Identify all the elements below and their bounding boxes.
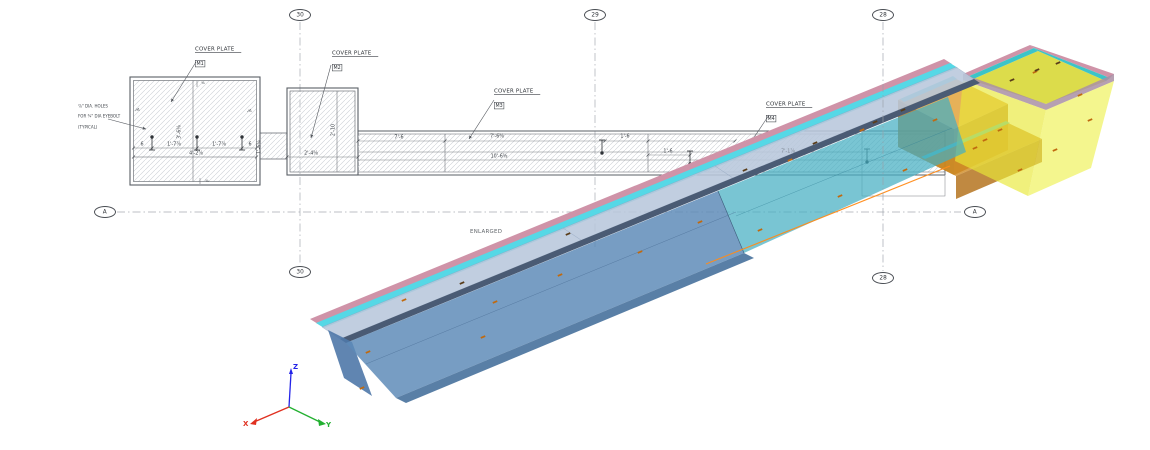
ucs-triad [250,368,326,426]
dimension-text: 2'-10 [330,123,336,137]
dimension-text: 10'-6⅝ [490,153,508,159]
dimension-text: ⅛ [248,108,252,114]
weld-marker [637,250,643,254]
leader-lines [107,61,770,149]
weld-marker [480,335,486,339]
dimension-text: 2'-4⅝ [304,150,318,156]
dimension-text: ⅛ [136,107,140,113]
weld-marker [812,141,818,145]
dimension-text: 1'-6 [620,133,630,139]
weld-marker [837,194,843,198]
dimension-text: ⅜ [205,178,209,184]
dimension-text: 6 [140,141,144,147]
dimension-text: 1'-7⅞ [167,141,181,147]
weld-marker [787,158,793,162]
bolt-symbol [599,139,605,155]
model-yellow-pit[interactable] [955,45,1114,196]
dimension-text: 1'-7⅞ [212,141,226,147]
dimension-text: 4'-2⅞ [189,150,203,156]
weld-marker [972,146,978,150]
weld-marker [902,168,908,172]
weld-marker [359,386,365,390]
section-marker-a-left[interactable]: A [94,206,116,218]
section-marker-a-right[interactable]: A [964,206,986,218]
dimension-text: 3'-6⅝ [176,125,182,139]
weld-marker [459,281,465,285]
bolt-symbol [149,135,155,151]
weld-marker [557,273,563,277]
weld-marker [1087,118,1093,122]
axis-y-label: Y [326,421,332,429]
weld-marker [900,108,906,112]
cover-plate-label-m3: COVER PLATE M3 [494,84,562,114]
axis-z-label: Z [293,363,299,371]
dimension-text: 7'-1⅞ [781,148,795,154]
weld-marker [492,300,498,304]
weld-marker [565,232,571,236]
weld-marker [1034,68,1040,72]
weld-marker [982,138,988,142]
bolt-symbol [239,135,245,151]
dimension-text: 7'-6⅝ [490,133,504,139]
weld-marker [872,120,878,124]
dimension-text: ⅜ [201,80,205,86]
bolt-symbol [194,135,200,151]
cover-plate-label-m1: COVER PLATE M1 [195,42,263,72]
model-bolt-markers [359,61,1093,390]
weld-marker [1077,93,1083,97]
dimension-text: 6 [248,141,252,147]
cover-plate-label-m2: COVER PLATE M2 [332,46,400,76]
weld-marker [757,228,763,232]
eyebolt-note: ⅞" DIA. HOLES FOR ¾" DIA EYEBOLT (TYPICA… [78,104,121,130]
dimension-text: 1'-6 [663,148,673,154]
selection-highlight-line[interactable] [705,165,951,265]
weld-marker [742,168,748,172]
weld-marker [1009,78,1015,82]
axis-x-label: X [243,420,249,428]
grid-bubble-29-top[interactable]: 29 [584,9,606,21]
weld-marker [365,350,371,354]
plan-plate-m1[interactable] [129,76,261,186]
model-annotation: ENLARGED [470,228,503,235]
grid-bubble-30-top[interactable]: 30 [289,9,311,21]
weld-marker [697,220,703,224]
cover-plate-label-m4: COVER PLATE M4 [766,97,834,127]
weld-marker [859,128,865,132]
weld-marker [932,118,938,122]
weld-marker [1055,61,1061,65]
dimension-text: 1'-6⅝ [256,140,262,154]
dimension-text: 7'-6 [394,134,404,140]
grid-bubble-28-top[interactable]: 28 [872,9,894,21]
grid-bubble-28-bottom[interactable]: 28 [872,272,894,284]
plan-plate-m2[interactable] [259,87,359,176]
grid-bubble-30-bottom[interactable]: 30 [289,266,311,278]
weld-marker [997,128,1003,132]
weld-marker [401,298,407,302]
weld-marker [1052,148,1058,152]
weld-marker [1017,168,1023,172]
model-trench[interactable] [310,59,980,403]
